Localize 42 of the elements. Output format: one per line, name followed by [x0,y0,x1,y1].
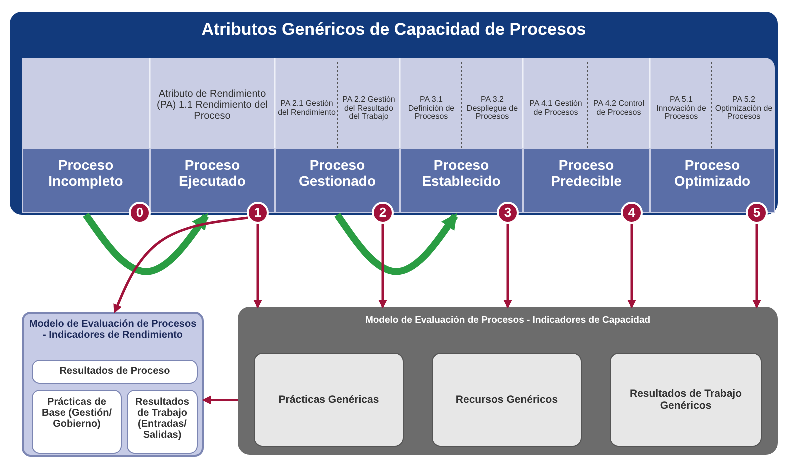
arrow [254,224,262,309]
attribute-label: PA 4.2 Control de Procesos [589,84,649,134]
arrow [114,216,248,314]
level-name: Proceso Predecible [550,157,623,189]
attribute-label: PA 5.1 Innovación de Procesos [652,84,711,134]
curved-arrow [83,212,210,276]
model-panel [22,312,204,457]
attribute-label: PA 3.1 Definición de Procesos [402,84,461,134]
indicator-box [254,353,404,447]
arrow [628,224,636,309]
arrow [504,224,512,309]
box-label: Resultados de Trabajo (Entradas/ Salidas) [134,397,190,441]
level-badge: 2 [372,202,394,224]
indicator-box [32,360,198,384]
panel-title: Atributos Genéricos de Capacidad de Procesos [200,20,588,40]
model-panel [238,307,778,455]
attribute-label: Atributo de Rendimiento (PA) 1.1 Rendimiento del Proceso [152,70,273,140]
level-name: Proceso Incompleto [48,157,124,189]
level-name: Proceso Optimizado [673,157,752,189]
arrow [202,396,238,405]
attribute-label: PA 4.1 Gestión de Procesos [525,84,587,134]
box-label: Prácticas de Base (Gestión/ Gobierno) [40,397,114,430]
level-name: Proceso Ejecutado [178,157,247,189]
attribute-label: PA 3.2 Despliegue de Procesos [463,84,522,134]
indicator-box [610,353,762,447]
attribute-label: PA 5.2 Optimización de Procesos [713,84,775,134]
level-name: Proceso Gestionado [298,157,377,189]
level-name: Proceso Establecido [421,157,502,189]
attribute-label: PA 2.1 Gestión del Rendimiento [277,84,337,134]
panel-title: Modelo de Evaluación de Procesos - Indicadores de Capacidad [364,315,652,326]
indicator-box [127,390,198,454]
box-label: Prácticas Genéricas [278,394,380,406]
curved-arrow [334,213,458,276]
box-label: Recursos Genéricos [454,394,560,406]
box-label: Resultados de Proceso [58,366,172,377]
panel-title: Modelo de Evaluación de Procesos - Indicadores de Rendimiento [28,319,198,341]
arrow [378,224,388,309]
indicator-box [432,353,582,447]
attribute-label: PA 2.2 Gestión del Resultado del Trabajo [339,84,399,134]
arrow [752,224,762,309]
indicator-box [32,390,122,454]
box-label: Resultados de Trabajo Genéricos [628,388,744,412]
